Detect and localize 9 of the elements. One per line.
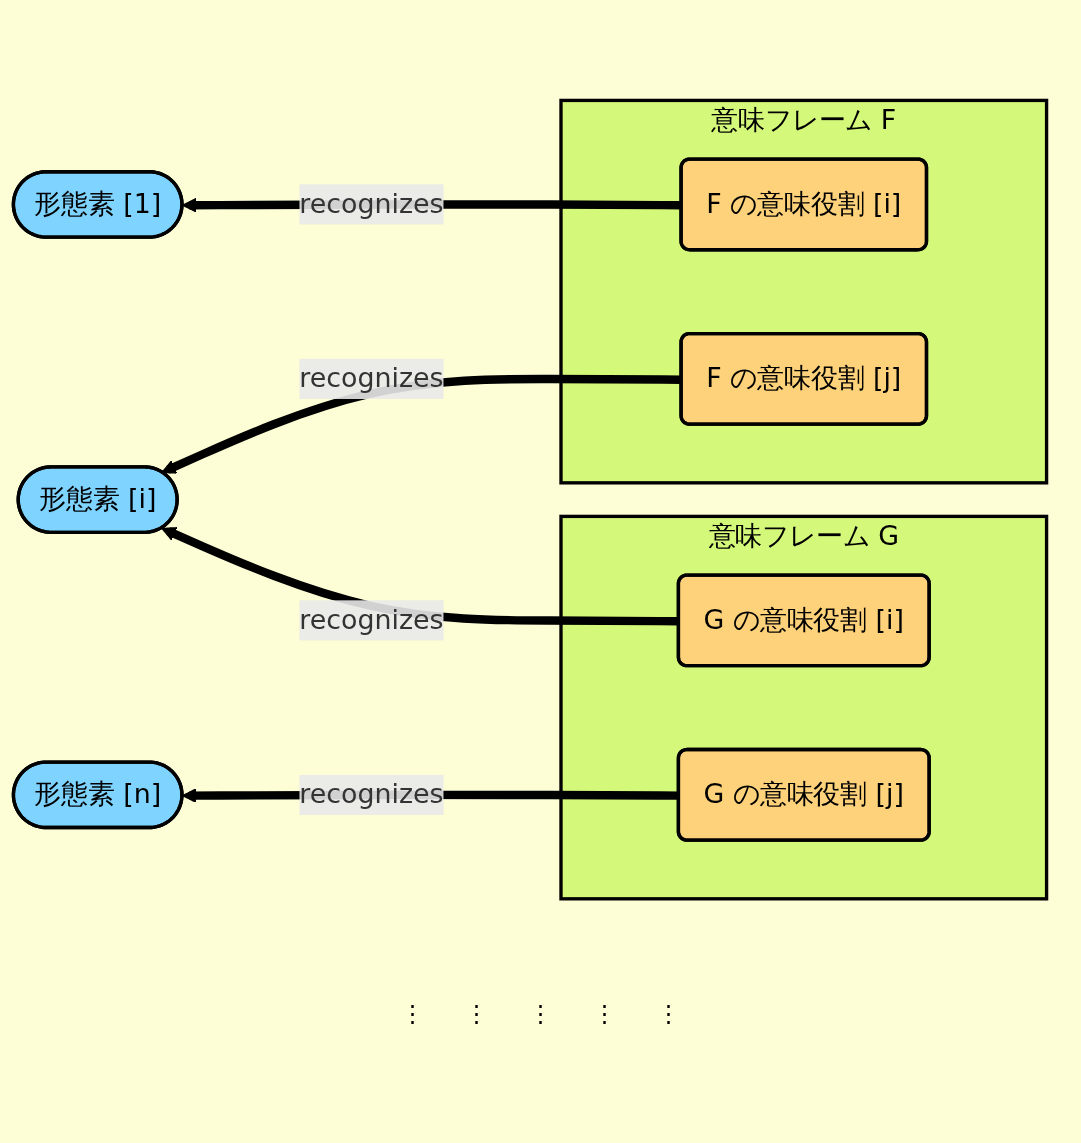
ellipsis-mark: ⋮ [528,1000,553,1028]
ellipsis-mark: ⋮ [464,1000,489,1028]
ellipsis-mark: ⋮ [592,1000,617,1028]
edge-label: recognizes [299,603,444,636]
edge-label: recognizes [299,188,444,220]
ellipsis-mark: ⋮ [656,1000,681,1028]
edge-label: recognizes [299,778,444,811]
ellipsis-mark: ⋮ [400,1000,425,1028]
edge-label: recognizes [299,362,444,395]
